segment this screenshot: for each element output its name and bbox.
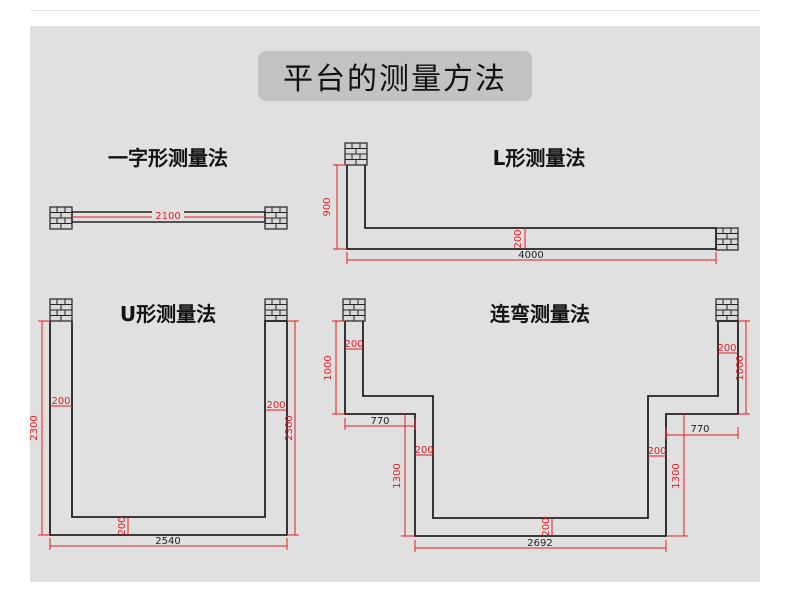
brick-wall-icon	[342, 298, 366, 322]
u-shape-section: U形测量法 2300 2300 200 200 200 2540	[29, 298, 299, 550]
stepped-title: 连弯测量法	[490, 302, 590, 326]
brick-wall-icon	[49, 206, 73, 230]
stepped-right-step-label: 770	[690, 424, 709, 435]
stepped-length-label: 2692	[527, 538, 552, 549]
stepped-left-mid-height-label: 1300	[392, 463, 403, 488]
u-shape-platform	[49, 320, 288, 536]
stepped-bottom-width-label: 200	[541, 517, 552, 536]
u-left-width-label: 200	[51, 396, 70, 407]
l-shape-title: L形测量法	[493, 146, 586, 170]
u-bottom-width-label: 200	[117, 516, 128, 535]
stepped-left-mid-width-label: 200	[414, 445, 433, 456]
stepped-right-top-height-label: 1000	[735, 355, 746, 380]
stepped-left-top-width-label: 200	[344, 339, 363, 350]
l-width-label: 200	[513, 229, 524, 248]
page-title: 平台的测量方法	[258, 51, 532, 101]
l-shape-section: L形测量法 900 200 4000	[322, 142, 739, 264]
u-shape-title: U形测量法	[120, 302, 216, 326]
stepped-left-step-label: 770	[370, 416, 389, 427]
l-height-label: 900	[322, 197, 333, 216]
straight-title: 一字形测量法	[108, 146, 228, 170]
straight-section: 一字形测量法 2100	[49, 146, 288, 230]
u-right-height-label: 2300	[284, 415, 295, 440]
brick-wall-icon	[264, 206, 288, 230]
brick-wall-icon	[264, 298, 288, 322]
diagram-panel	[30, 26, 760, 582]
stepped-right-mid-height-label: 1300	[671, 463, 682, 488]
stepped-right-mid-width-label: 200	[647, 446, 666, 457]
brick-wall-icon	[715, 227, 739, 251]
straight-label-bg	[152, 211, 184, 221]
u-right-width-label: 200	[266, 400, 285, 411]
brick-wall-icon	[49, 298, 73, 322]
stepped-section: 连弯测量法 200 1000 770 200 1300 200 2692	[323, 298, 750, 552]
l-shape-platform	[346, 165, 717, 250]
u-left-height-label: 2300	[29, 415, 40, 440]
u-length-label: 2540	[155, 536, 180, 547]
stepped-platform	[344, 320, 739, 537]
stepped-right-top-width-label: 200	[717, 343, 736, 354]
brick-wall-icon	[715, 298, 739, 322]
brick-wall-icon	[344, 142, 368, 166]
stepped-left-top-height-label: 1000	[323, 355, 334, 380]
straight-length-label: 2100	[155, 211, 180, 222]
l-length-label: 4000	[518, 250, 543, 261]
top-divider	[30, 10, 760, 11]
